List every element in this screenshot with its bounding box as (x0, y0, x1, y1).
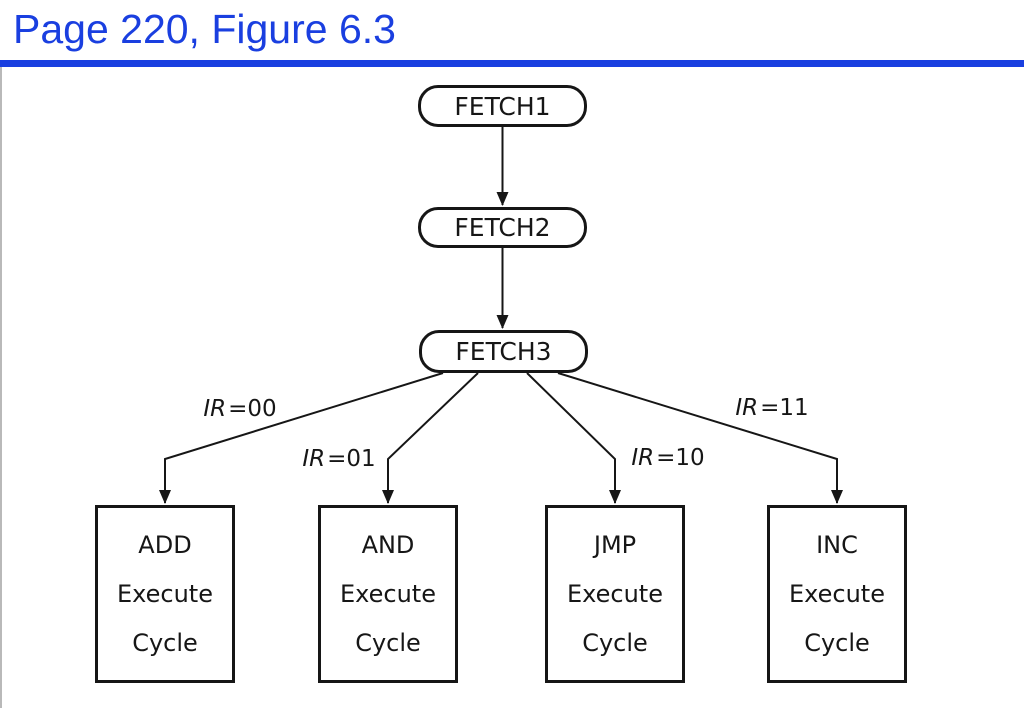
connector-fetch3-and (382, 372, 479, 504)
execute-box-add-line3: Cycle (132, 629, 198, 657)
execute-box-and-title: AND (361, 531, 415, 559)
branch-condition-ir11-value: =11 (760, 395, 809, 421)
branch-condition-ir00: IR=00 (203, 396, 276, 422)
execute-box-inc-line2: Execute (789, 580, 885, 608)
branch-condition-ir11: IR=11 (735, 395, 808, 421)
execute-box-and: AND Execute Cycle (318, 505, 458, 683)
connector-fetch3-inc (557, 372, 843, 504)
execute-box-add: ADD Execute Cycle (95, 505, 235, 683)
branch-condition-ir10: IR=10 (631, 445, 704, 471)
state-node-fetch1: FETCH1 (418, 85, 587, 127)
branch-condition-ir11-var: IR (735, 395, 759, 421)
branch-condition-ir00-var: IR (203, 396, 227, 422)
execute-box-jmp: JMP Execute Cycle (545, 505, 685, 683)
branch-condition-ir10-var: IR (631, 445, 655, 471)
page-title: Page 220, Figure 6.3 (13, 6, 396, 52)
state-node-fetch1-label: FETCH1 (454, 91, 551, 121)
branch-condition-ir01: IR=01 (302, 446, 375, 472)
execute-box-inc: INC Execute Cycle (767, 505, 907, 683)
branch-condition-ir10-value: =10 (656, 445, 705, 471)
branch-condition-ir00-value: =00 (228, 396, 277, 422)
connector-fetch3-add (159, 372, 444, 504)
execute-box-and-line2: Execute (340, 580, 436, 608)
execute-box-jmp-line3: Cycle (582, 629, 648, 657)
execute-box-jmp-line2: Execute (567, 580, 663, 608)
state-node-fetch3-label: FETCH3 (455, 337, 552, 366)
execute-box-inc-line3: Cycle (804, 629, 870, 657)
execute-box-inc-title: INC (816, 531, 858, 559)
state-node-fetch2-label: FETCH2 (454, 213, 551, 242)
frame-left-edge (0, 67, 2, 708)
execute-box-and-line3: Cycle (355, 629, 421, 657)
branch-condition-ir01-var: IR (302, 446, 326, 472)
state-node-fetch3: FETCH3 (419, 330, 588, 373)
execute-box-add-line2: Execute (117, 580, 213, 608)
execute-box-add-title: ADD (138, 531, 192, 559)
branch-condition-ir01-value: =01 (327, 446, 376, 472)
connector-fetch3-jmp (526, 372, 621, 504)
title-divider-rule (0, 60, 1024, 67)
execute-box-jmp-title: JMP (593, 531, 637, 559)
state-node-fetch2: FETCH2 (418, 207, 587, 248)
